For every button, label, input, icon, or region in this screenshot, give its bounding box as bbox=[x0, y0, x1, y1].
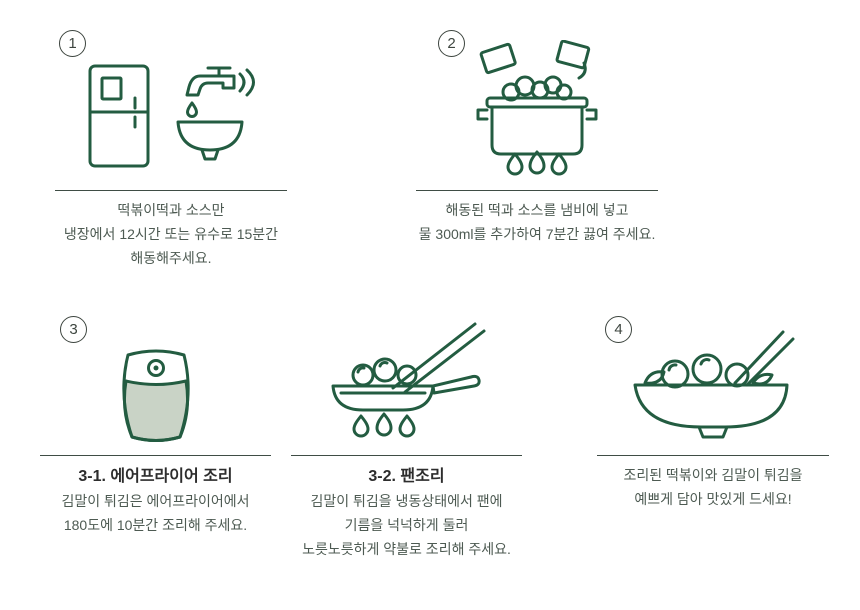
step-2: 2 해동된 떡과 소스를 냄비에 넣고 bbox=[416, 28, 658, 246]
step-3-1-caption: 김말이 튀김은 에어프라이어에서 180도에 10분간 조리해 주세요. bbox=[40, 489, 271, 537]
caption-line: 예쁘게 담아 맛있게 드세요! bbox=[634, 491, 792, 507]
divider-line bbox=[291, 455, 522, 456]
caption-line: 떡볶이떡과 소스만 bbox=[117, 202, 225, 218]
step-3-airfryer: 3 3-1. 에어프라이어 조리 김말이 튀김은 에어프라이어에서 180도에 … bbox=[40, 310, 271, 537]
caption-line: 김말이 튀김은 에어프라이어에서 bbox=[61, 493, 250, 509]
serving-bowl-illustration bbox=[633, 330, 795, 439]
step-3-2-caption: 김말이 튀김을 냉동상태에서 팬에 기름을 넉넉하게 둘러 노릇노릇하게 약불로… bbox=[291, 489, 522, 561]
step-1: 1 떡볶이떡과 소스만 냉장에서 12시간 또는 유수로 15분간 bbox=[55, 28, 287, 270]
step-2-caption: 해동된 떡과 소스를 냄비에 넣고 물 300ml를 추가하여 7분간 끓여 주… bbox=[416, 198, 658, 246]
caption-line: 노릇노릇하게 약불로 조리해 주세요. bbox=[302, 541, 511, 557]
frying-pan-icon bbox=[291, 310, 522, 445]
pot-illustration bbox=[476, 40, 598, 176]
caption-line: 180도에 10분간 조리해 주세요. bbox=[63, 517, 248, 533]
step-1-number-badge: 1 bbox=[59, 30, 86, 57]
step-4-number-badge: 4 bbox=[605, 316, 632, 343]
boiling-pot-icon bbox=[416, 28, 658, 180]
step-4-caption: 조리된 떡볶이와 김말이 튀김을 예쁘게 담아 맛있게 드세요! bbox=[597, 463, 829, 511]
divider-line bbox=[416, 190, 658, 191]
frying-pan-illustration bbox=[331, 322, 485, 438]
step-3-panfry: 3-2. 팬조리 김말이 튀김을 냉동상태에서 팬에 기름을 넉넉하게 둘러 노… bbox=[291, 310, 522, 561]
step-3-2-title: 3-2. 팬조리 bbox=[368, 468, 445, 485]
air-fryer-illustration bbox=[121, 349, 190, 442]
divider-line bbox=[40, 455, 271, 456]
caption-line: 해동해주세요. bbox=[130, 250, 212, 266]
divider-line bbox=[55, 190, 287, 191]
step-1-caption: 떡볶이떡과 소스만 냉장에서 12시간 또는 유수로 15분간 해동해주세요. bbox=[55, 198, 287, 270]
fridge-faucet-bowl-illustration bbox=[88, 64, 255, 168]
step-2-number-badge: 2 bbox=[438, 30, 465, 57]
plated-dish-icon bbox=[597, 310, 829, 445]
step-4: 4 조리된 떡볶이와 김말이 튀김을 예쁘게 담아 맛있게 드세요! bbox=[597, 310, 829, 511]
divider-line bbox=[597, 455, 829, 456]
step-3-number-badge: 3 bbox=[60, 316, 87, 343]
caption-line: 냉장에서 12시간 또는 유수로 15분간 bbox=[63, 226, 279, 242]
caption-line: 기름을 넉넉하게 둘러 bbox=[344, 517, 469, 533]
caption-line: 물 300ml를 추가하여 7분간 끓여 주세요. bbox=[418, 226, 656, 242]
air-fryer-icon bbox=[40, 310, 271, 445]
caption-line: 김말이 튀김을 냉동상태에서 팬에 bbox=[310, 493, 503, 509]
fridge-thaw-icon bbox=[55, 28, 287, 180]
caption-line: 조리된 떡볶이와 김말이 튀김을 bbox=[623, 467, 803, 483]
step-3-1-title: 3-1. 에어프라이어 조리 bbox=[78, 468, 233, 485]
caption-line: 해동된 떡과 소스를 냄비에 넣고 bbox=[445, 202, 629, 218]
